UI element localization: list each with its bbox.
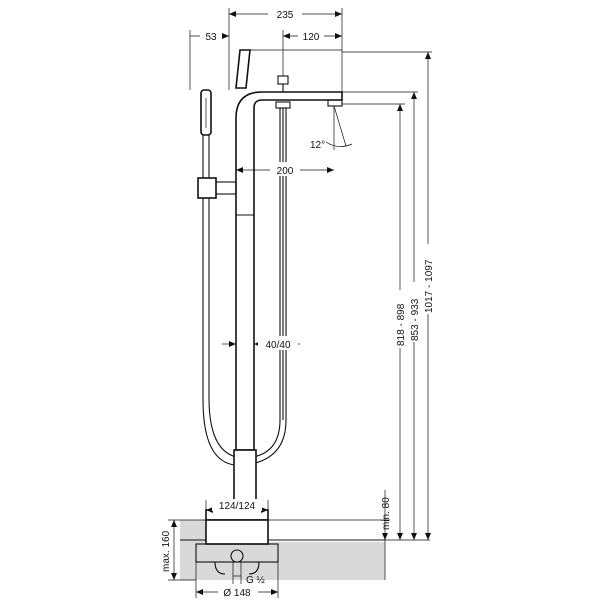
dim-max160-label: max. 160	[161, 530, 172, 572]
arrow	[171, 520, 177, 527]
arrow	[229, 341, 236, 347]
dim-g-label: G ½	[246, 575, 266, 586]
arrow	[411, 533, 417, 540]
inlet-connection	[230, 549, 244, 563]
handshower-holder	[197, 177, 217, 199]
arrow	[397, 104, 403, 111]
diverter-knob	[277, 75, 289, 85]
label-bg	[270, 162, 300, 176]
dim-148-label: Ø 148	[223, 588, 251, 599]
arrow	[206, 507, 213, 513]
arrow	[335, 11, 342, 17]
arrow	[425, 52, 431, 59]
dim-min80-label: min. 80	[381, 497, 392, 530]
dim-53-label: 53	[205, 32, 217, 43]
dim-12-arc	[325, 141, 353, 147]
label-bg	[268, 6, 302, 20]
arrow	[411, 92, 417, 99]
label-bg	[393, 290, 407, 348]
dim-12-ext-b	[333, 105, 347, 147]
dim-1017-label: 1017 - 1097	[424, 259, 435, 313]
label-bg	[298, 28, 324, 41]
handshower-handle	[202, 135, 210, 178]
dim-124-label: 124/124	[219, 501, 256, 512]
inlet-pipes	[214, 561, 260, 575]
label-bg	[421, 244, 435, 314]
dim-818-label: 818 - 898	[396, 303, 407, 346]
arrow	[271, 589, 278, 595]
arrow	[171, 573, 177, 580]
label-bg	[407, 282, 421, 342]
dim-120-label: 120	[303, 32, 320, 43]
holder-arm	[215, 181, 237, 195]
label-bg	[258, 336, 298, 350]
arrow	[335, 33, 342, 39]
arrow	[283, 33, 290, 39]
label-bg	[212, 499, 262, 511]
arrow	[222, 33, 229, 39]
arrow	[425, 533, 431, 540]
arrow	[196, 589, 203, 595]
spout-tip	[327, 99, 343, 107]
arrow	[397, 533, 403, 540]
arrow	[229, 11, 236, 17]
dim-235-label: 235	[277, 10, 294, 21]
dim-12-label: 12°	[310, 140, 325, 151]
arrow	[382, 533, 388, 540]
spout-body	[235, 91, 343, 451]
floor-left-block	[180, 520, 210, 545]
lever-handle	[235, 49, 251, 89]
dim-853-label: 853 - 933	[410, 298, 421, 341]
arrow	[236, 167, 243, 173]
dim-200-label: 200	[277, 166, 294, 177]
label-bg	[218, 586, 258, 598]
mounting-block	[205, 519, 269, 545]
dim-40-label: 40/40	[265, 340, 290, 351]
outlet-mount	[275, 101, 291, 109]
arrow	[327, 167, 334, 173]
label-bg	[200, 28, 222, 41]
arrow	[261, 507, 268, 513]
